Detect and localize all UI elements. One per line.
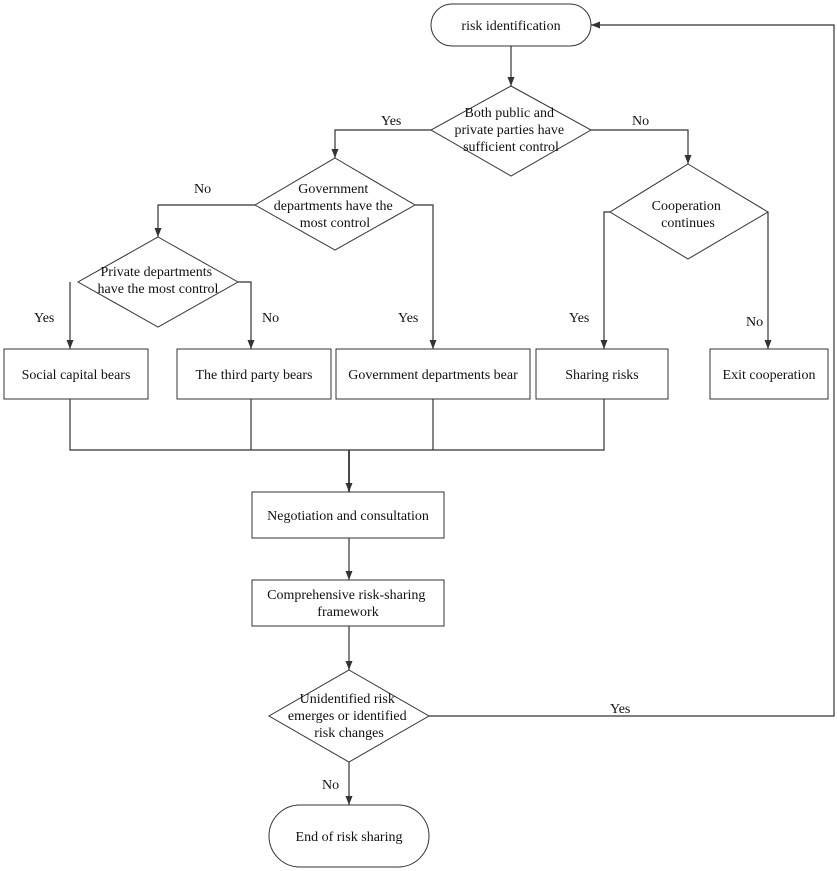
box-social-capital-label: Social capital bears [22,368,131,383]
label-d5-yes: Yes [610,702,630,717]
svg-text:Unidentified risk emerge: Unidentified risk emerges or identified … [288,692,410,741]
d1-line-1: Both public and [465,106,554,121]
svg-text:Private departments have: Private departments have the most contro… [98,265,219,297]
decision-cooperation-continues: Cooperation continues [609,163,769,260]
box-sharing-label: Sharing risks [565,368,639,383]
box-government-label: Government departments bear [348,368,518,383]
box-negotiation-label: Negotiation and consultation [267,509,429,524]
box-exit-label: Exit cooperation [723,368,816,383]
start-node: risk identification [430,3,592,47]
label-d4-no: No [746,315,763,330]
edge-d1-yes [331,129,431,158]
decision-government-most-control: Government departments have the most con… [253,157,417,251]
label-d2-no: No [194,182,211,197]
start-node-label: risk identification [461,19,560,34]
box-risk-sharing-framework: Comprehensive risk-sharing framework [251,579,445,627]
label-d1-yes: Yes [381,114,401,129]
box-government-bears: Government departments bear [335,348,531,400]
end-node-label: End of risk sharing [296,830,403,845]
edge-d2-yes [415,204,437,349]
label-d3-yes: Yes [34,311,54,326]
box-third-party-label: The third party bears [195,368,312,383]
svg-text:Comprehensive risk-sharing: Comprehensive risk-sharing framework [267,588,429,620]
box-exit-cooperation: Exit cooperation [709,348,829,400]
label-d5-no: No [322,778,339,793]
d3-line-2: have the most control [98,282,219,297]
connectors [66,21,835,805]
svg-text:Both public and private: Both public and private parties have suf… [454,106,567,155]
d5-line-1: Unidentified risk [300,692,395,707]
edge-d3-no [238,281,255,349]
d4-line-1: Cooperation [652,199,721,214]
framework-line-2: framework [317,605,378,620]
framework-line-1: Comprehensive risk-sharing [267,588,425,603]
svg-text:Cooperation continues: Cooperation continues [652,199,725,231]
d1-line-3: sufficient control [463,140,559,155]
decision-risk-changes: Unidentified risk emerges or identified … [267,669,431,763]
edge-d1-no [591,129,692,164]
decision-private-most-control: Private departments have the most contro… [76,236,240,328]
d2-line-2: departments have the [274,199,393,214]
label-d1-no: No [632,114,649,129]
d3-line-1: Private departments [100,265,212,280]
d4-line-2: continues [661,216,715,231]
d2-line-1: Government [298,182,368,197]
box-social-capital-bears: Social capital bears [3,348,149,400]
d1-line-2: private parties have [454,123,564,138]
box-third-party-bears: The third party bears [176,348,332,400]
edge-d4-yes [600,211,610,349]
decision-sufficient-control: Both public and private parties have suf… [429,85,593,177]
label-d3-no: No [262,311,279,326]
d2-line-3: most control [300,216,370,231]
d5-line-2: emerges or identified [288,709,407,724]
label-d2-yes: Yes [398,311,418,326]
end-node: End of risk sharing [268,804,430,868]
svg-text:Government departments h: Government departments have the most con… [274,182,396,231]
edge-d5-yes-loop [429,21,835,717]
label-d4-yes: Yes [569,311,589,326]
box-negotiation-consultation: Negotiation and consultation [251,491,445,539]
edge-merge-bus [69,399,605,451]
d5-line-3: risk changes [314,726,384,741]
box-sharing-risks: Sharing risks [535,348,669,400]
edge-labels: Yes No No Yes Yes No Yes No Yes No [34,114,763,793]
edge-d2-no [154,204,255,237]
